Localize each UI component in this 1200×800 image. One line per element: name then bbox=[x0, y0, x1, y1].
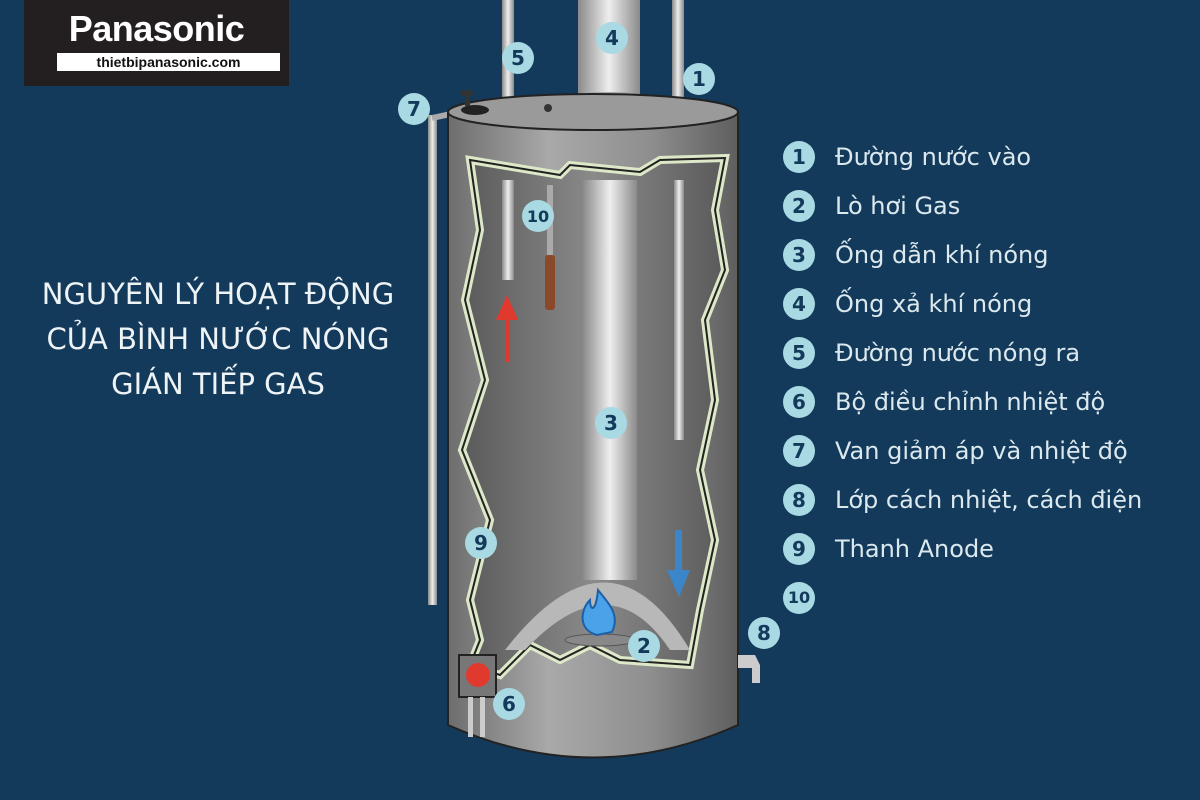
legend-label: Ống xả khí nóng bbox=[835, 289, 1033, 318]
legend-number: 6 bbox=[783, 385, 815, 418]
legend-number: 9 bbox=[783, 532, 815, 565]
callout-2: 2 bbox=[628, 630, 660, 662]
legend-item: 2 Lò hơi Gas bbox=[783, 181, 1142, 230]
legend-label: Bộ điều chỉnh nhiệt độ bbox=[835, 387, 1106, 416]
legend: 1 Đường nước vào 2 Lò hơi Gas 3 Ống dẫn khí… bbox=[783, 132, 1142, 622]
logo-brand: Panasonic bbox=[68, 8, 245, 49]
title-line-3: GIÁN TIẾP GAS bbox=[111, 367, 325, 401]
legend-number: 1 bbox=[783, 140, 815, 173]
callout-7: 7 bbox=[398, 93, 430, 125]
cold-water-inlet-pipe bbox=[672, 0, 684, 115]
callout-5: 5 bbox=[502, 42, 534, 74]
legend-item: 10 bbox=[783, 573, 1142, 622]
drain-valve bbox=[738, 655, 760, 683]
callout-8: 8 bbox=[748, 617, 780, 649]
legend-label: Đường nước vào bbox=[835, 142, 1032, 171]
legend-item: 4 Ống xả khí nóng bbox=[783, 279, 1142, 328]
callout-6: 6 bbox=[493, 688, 525, 720]
legend-number: 4 bbox=[783, 287, 815, 320]
page-title: NGUYÊN LÝ HOẠT ĐỘNG CỦA BÌNH NƯỚC NÓNG G… bbox=[10, 272, 426, 407]
callout-9: 9 bbox=[465, 527, 497, 559]
panasonic-logo: Panasonic thietbipanasonic.com bbox=[24, 0, 289, 86]
legend-item: 5 Đường nước nóng ra bbox=[783, 328, 1142, 377]
hot-water-arrow bbox=[496, 295, 518, 362]
legend-number: 7 bbox=[783, 434, 815, 467]
flame-icon bbox=[581, 587, 616, 637]
legend-number: 8 bbox=[783, 483, 815, 516]
legend-number: 10 bbox=[783, 581, 815, 614]
legend-number: 3 bbox=[783, 238, 815, 271]
legend-label: Đường nước nóng ra bbox=[835, 338, 1081, 367]
title-line-2: CỦA BÌNH NƯỚC NÓNG bbox=[46, 322, 390, 356]
legend-label: Ống dẫn khí nóng bbox=[835, 240, 1049, 269]
legend-item: 7 Van giảm áp và nhiệt độ bbox=[783, 426, 1142, 475]
legend-number: 2 bbox=[783, 189, 815, 222]
callout-1: 1 bbox=[683, 63, 715, 95]
hot-gas-flue bbox=[583, 180, 637, 580]
legend-number: 5 bbox=[783, 336, 815, 369]
callout-10: 10 bbox=[522, 200, 554, 232]
callout-3: 3 bbox=[595, 407, 627, 439]
tank-top bbox=[447, 93, 739, 131]
combustion-chamber bbox=[505, 582, 690, 650]
legend-label: Thanh Anode bbox=[835, 534, 994, 563]
legend-item: 3 Ống dẫn khí nóng bbox=[783, 230, 1142, 279]
legend-item: 9 Thanh Anode bbox=[783, 524, 1142, 573]
legend-label: Van giảm áp và nhiệt độ bbox=[835, 436, 1128, 465]
legend-item: 6 Bộ điều chỉnh nhiệt độ bbox=[783, 377, 1142, 426]
legend-label: Lớp cách nhiệt, cách điện bbox=[835, 485, 1143, 514]
callout-4: 4 bbox=[596, 22, 628, 54]
logo-url: thietbipanasonic.com bbox=[57, 53, 280, 71]
title-line-1: NGUYÊN LÝ HOẠT ĐỘNG bbox=[41, 277, 395, 311]
legend-item: 8 Lớp cách nhiệt, cách điện bbox=[783, 475, 1142, 524]
legend-item: 1 Đường nước vào bbox=[783, 132, 1142, 181]
cold-water-arrow bbox=[667, 530, 690, 597]
relief-valve-pipe bbox=[428, 115, 437, 605]
legend-label: Lò hơi Gas bbox=[835, 191, 961, 220]
